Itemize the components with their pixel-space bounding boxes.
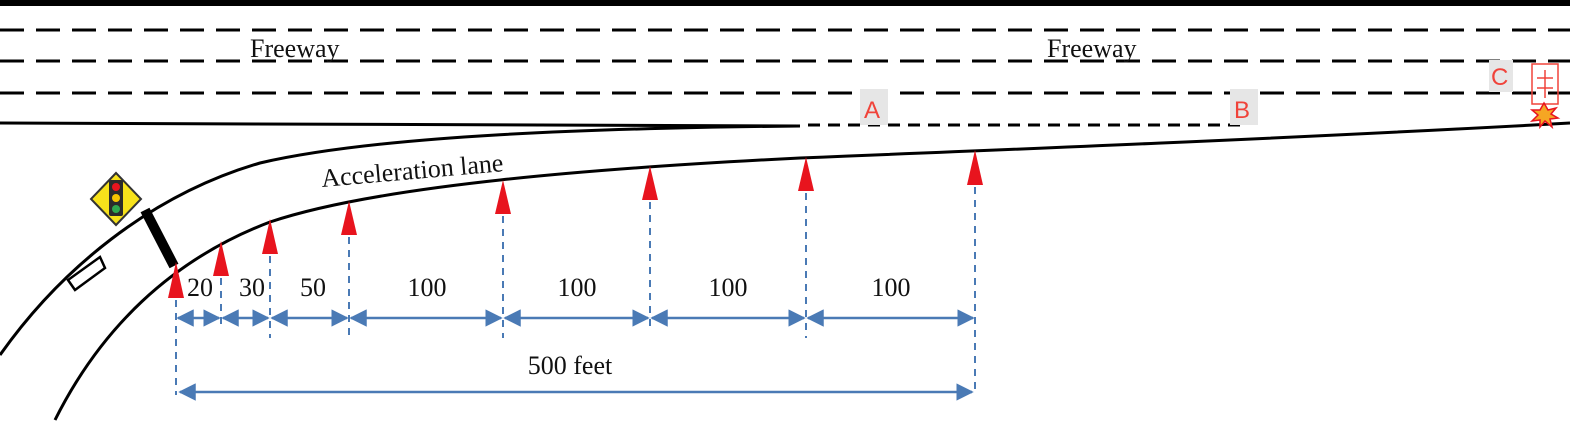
point-marker-c: C: [1489, 60, 1513, 92]
red-arrow-icon: [967, 150, 983, 185]
freeway-label-left: Freeway: [250, 34, 340, 63]
freeway-lane-lines: [0, 0, 1570, 128]
red-arrow-icon: [495, 180, 511, 214]
segment-label: 50: [300, 273, 326, 302]
red-arrow-icon: [341, 201, 357, 235]
segment-label: 20: [187, 273, 213, 302]
freeway-label-right: Freeway: [1047, 34, 1137, 63]
red-arrow-icon: [798, 157, 814, 191]
segment-labels: 20 30 50 100 100 100 100: [187, 273, 911, 302]
dimension-guides: [175, 187, 976, 395]
point-label-c: C: [1491, 64, 1508, 91]
ramp-meter-signal-icon: [89, 171, 143, 227]
segment-label: 100: [558, 273, 597, 302]
point-marker-a: A: [860, 89, 888, 125]
segment-label: 100: [408, 273, 447, 302]
red-arrow-icon: [213, 241, 229, 276]
segment-label: 100: [709, 273, 748, 302]
diamond-marking-icon: [66, 255, 107, 292]
segment-label: 30: [239, 273, 265, 302]
total-dimension: 500 feet: [178, 351, 974, 401]
measurement-arrows: [168, 150, 983, 298]
ramp-edges: [0, 121, 1570, 421]
acceleration-lane-label: Acceleration lane: [320, 148, 504, 193]
total-distance-label: 500 feet: [528, 351, 613, 380]
point-marker-b: B: [1230, 89, 1258, 125]
segment-label: 100: [872, 273, 911, 302]
red-arrow-icon: [168, 262, 184, 298]
point-label-a: A: [864, 97, 880, 124]
stop-bar: [140, 207, 179, 269]
point-label-b: B: [1234, 97, 1250, 124]
red-arrow-icon: [262, 219, 278, 254]
collision-icon: [1529, 63, 1561, 130]
red-arrow-icon: [642, 166, 658, 200]
